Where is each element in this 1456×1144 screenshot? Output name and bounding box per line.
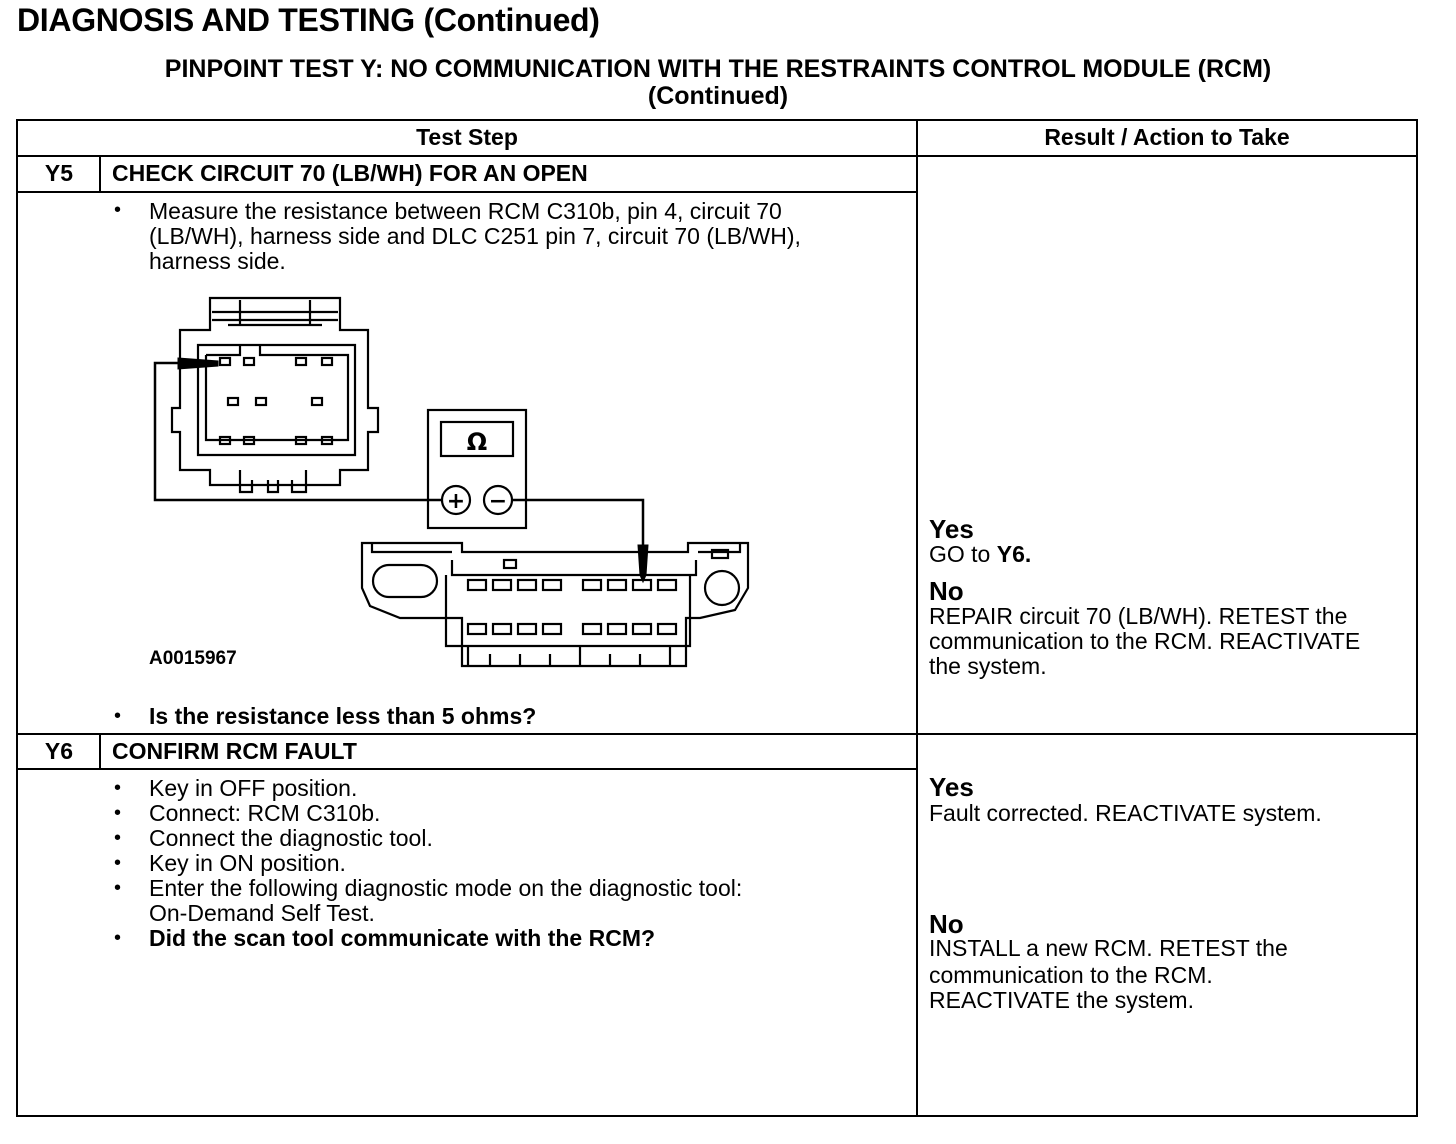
header-result-action: Result / Action to Take xyxy=(1044,124,1290,150)
y6-yes-text: Fault corrected. REACTIVATE system. xyxy=(929,800,1322,826)
y6-no-line-2: communication to the RCM. xyxy=(929,962,1213,988)
y5-bullet-question: • xyxy=(114,705,122,727)
y6-no-line-1: INSTALL a new RCM. RETEST the xyxy=(929,935,1288,961)
y5-yes-target: Y6. xyxy=(996,541,1032,567)
y5-no-line-1: REPAIR circuit 70 (LB/WH). RETEST the xyxy=(929,603,1348,629)
header-row-border xyxy=(16,155,1418,157)
connector-measurement-diagram: Ω + − xyxy=(153,296,750,668)
y5-question: Is the resistance less than 5 ohms? xyxy=(149,703,537,729)
y5-yes-label: Yes xyxy=(929,514,974,544)
y5-instruction-line-1: Measure the resistance between RCM C310b… xyxy=(149,198,782,224)
ohm-symbol: Ω xyxy=(467,428,487,456)
y6-bullet-question: • xyxy=(114,927,122,949)
y6-step-2: Connect: RCM C310b. xyxy=(149,800,381,826)
y5-no-line-2: communication to the RCM. REACTIVATE xyxy=(929,628,1361,654)
y6-step-title: CONFIRM RCM FAULT xyxy=(112,738,357,764)
y6-step-5-continuation: On-Demand Self Test. xyxy=(149,900,375,926)
column-divider xyxy=(916,119,918,1117)
pinpoint-test-title-line2: (Continued) xyxy=(647,82,789,110)
y6-row-border xyxy=(16,733,1418,735)
positive-terminal-sign: + xyxy=(447,489,465,514)
y5-number-divider xyxy=(99,155,101,193)
y6-bullet-3: • xyxy=(114,827,122,849)
y6-bullet-2: • xyxy=(114,802,122,824)
y5-step-number: Y5 xyxy=(44,160,74,186)
pinpoint-test-title-line1: PINPOINT TEST Y: NO COMMUNICATION WITH T… xyxy=(164,55,1272,83)
y5-yes-text-prefix: GO to xyxy=(929,541,997,567)
y5-instruction-line-3: harness side. xyxy=(149,248,286,274)
rcm-probe xyxy=(177,357,219,370)
y6-number-divider xyxy=(99,733,101,770)
y5-bullet-1: • xyxy=(114,199,122,221)
y6-no-label: No xyxy=(929,909,964,939)
y5-step-title: CHECK CIRCUIT 70 (LB/WH) FOR AN OPEN xyxy=(112,160,588,186)
y6-no-line-3: REACTIVATE the system. xyxy=(929,987,1194,1013)
y5-instruction-line-2: (LB/WH), harness side and DLC C251 pin 7… xyxy=(149,223,801,249)
figure-id: A0015967 xyxy=(149,648,237,669)
y6-step-5: Enter the following diagnostic mode on t… xyxy=(149,875,743,901)
page-title: DIAGNOSIS AND TESTING (Continued) xyxy=(17,2,600,38)
negative-lead xyxy=(512,498,645,545)
y5-no-line-3: the system. xyxy=(929,653,1047,679)
table-bottom-border xyxy=(16,1115,1418,1117)
y6-yes-label: Yes xyxy=(929,772,974,802)
y6-step-1: Key in OFF position. xyxy=(149,775,358,801)
rcm-connector-outline xyxy=(170,296,380,487)
dlc-connector xyxy=(360,541,750,668)
y6-question: Did the scan tool communicate with the R… xyxy=(149,925,656,951)
y6-bullet-4: • xyxy=(114,852,122,874)
positive-lead xyxy=(153,361,442,502)
y6-step-4: Key in ON position. xyxy=(149,850,346,876)
y5-yes-text: GO to Y6. xyxy=(929,542,1031,567)
table-left-border xyxy=(16,119,18,1117)
dlc-probe xyxy=(637,544,649,584)
y5-title-border xyxy=(16,191,918,193)
y6-bullet-1: • xyxy=(114,777,122,799)
y6-step-number: Y6 xyxy=(44,738,74,764)
y6-title-border xyxy=(16,768,918,770)
table-right-border xyxy=(1416,119,1418,1117)
table-top-border xyxy=(16,119,1418,121)
negative-terminal-sign: − xyxy=(489,489,507,514)
y6-step-3: Connect the diagnostic tool. xyxy=(149,825,433,851)
y5-no-label: No xyxy=(929,576,964,606)
header-test-step: Test Step xyxy=(416,124,518,150)
y6-bullet-5: • xyxy=(114,877,122,899)
